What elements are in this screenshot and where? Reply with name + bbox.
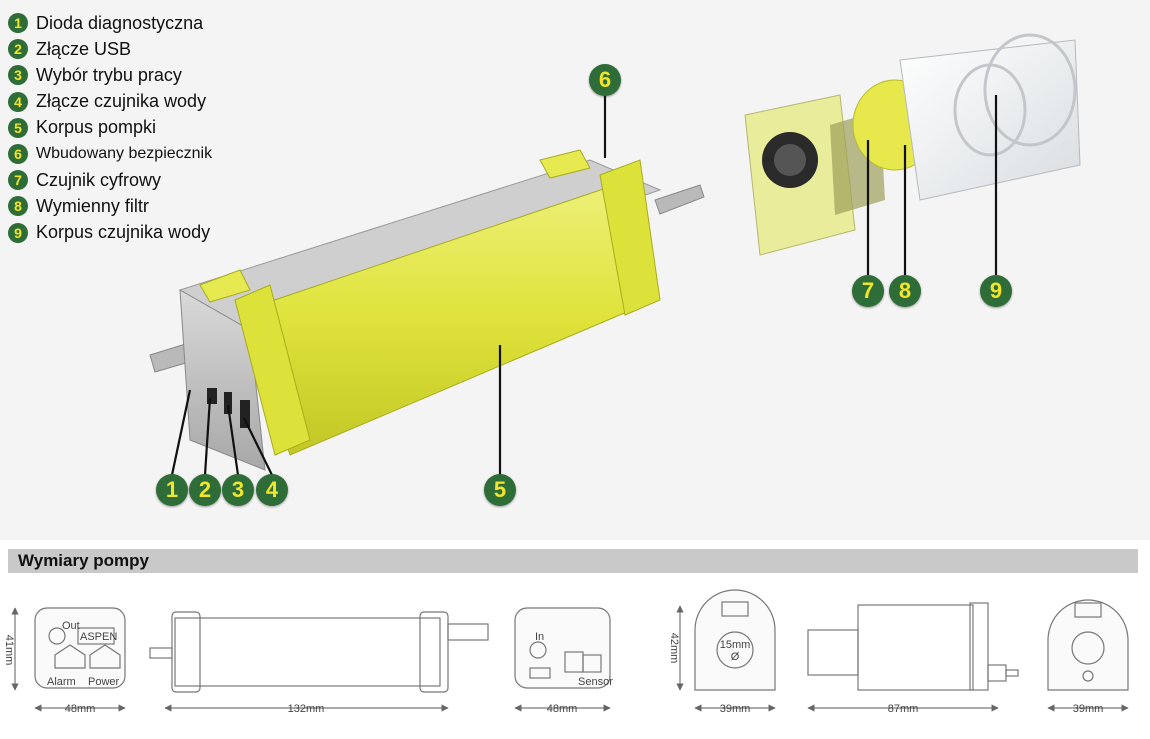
width-label: 48mm <box>65 703 96 715</box>
leader-lines <box>170 95 998 476</box>
callout-6: 6 <box>589 64 621 96</box>
width-label: 39mm <box>1073 703 1104 715</box>
length-label: 87mm <box>888 703 919 715</box>
legend-item: 8 Wymienny filtr <box>8 193 212 219</box>
sensor-assembly <box>744 33 1081 256</box>
pump-illustration <box>0 0 1150 540</box>
callout-9: 9 <box>980 275 1012 307</box>
power-label: Power <box>88 676 120 688</box>
pump-end-panel <box>207 388 250 428</box>
legend-item: 5 Korpus pompki <box>8 115 212 141</box>
outlet-nozzle <box>654 184 705 215</box>
legend-item: 3 Wybór trybu pracy <box>8 62 212 88</box>
width-label: 39mm <box>720 703 751 715</box>
legend-item: 1 Dioda diagnostyczna <box>8 10 212 36</box>
back-view-drawing <box>514 607 611 712</box>
legend-number-badge: 3 <box>8 65 28 86</box>
legend-number-badge: 8 <box>8 196 28 217</box>
section-title: Wymiary pompy <box>18 551 150 570</box>
legend-label: Czujnik cyfrowy <box>36 169 162 190</box>
legend-number-badge: 1 <box>8 13 28 34</box>
legend-item: 2 Złącze USB <box>8 36 212 62</box>
legend-number-badge: 9 <box>8 222 28 243</box>
legend-number-badge: 2 <box>8 39 28 60</box>
dimensions-section-header: Wymiary pompy <box>8 549 1138 573</box>
side-view-drawing <box>149 611 489 712</box>
width-label: 48mm <box>547 703 578 715</box>
in-label: In <box>535 631 544 643</box>
sensor-label: Sensor <box>578 676 613 688</box>
callout-8: 8 <box>889 275 921 307</box>
sensor-front-view-drawing <box>676 589 776 712</box>
callout-5: 5 <box>484 474 516 506</box>
legend-label: Wbudowany bezpiecznik <box>36 145 213 163</box>
legend-item: 4 Złącze czujnika wody <box>8 89 212 115</box>
callout-7: 7 <box>852 275 884 307</box>
legend-label: Złącze czujnika wody <box>36 91 207 112</box>
callout-4: 4 <box>256 474 288 506</box>
callout-1: 1 <box>156 474 188 506</box>
legend-label: Złącze USB <box>36 38 132 59</box>
parts-legend: 1 Dioda diagnostyczna 2 Złącze USB 3 Wybór … <box>8 10 212 246</box>
height-label: 41mm <box>3 635 15 666</box>
callout-2: 2 <box>189 474 221 506</box>
legend-item: 7 Czujnik cyfrowy <box>8 167 212 193</box>
pump-body <box>199 149 661 456</box>
alarm-label: Alarm <box>47 676 76 688</box>
dimension-drawings: Out ASPEN Alarm Power 41mm 48mm 132mm In… <box>3 589 1129 715</box>
front-view-drawing <box>11 607 126 712</box>
diameter-symbol: Ø <box>731 651 740 663</box>
height-label: 42mm <box>668 633 680 664</box>
brand-label: ASPEN <box>80 631 117 643</box>
callout-3: 3 <box>222 474 254 506</box>
diameter-label: 15mm <box>720 639 751 651</box>
legend-label: Korpus czujnika wody <box>36 222 211 243</box>
legend-item: 6 Wbudowany bezpiecznik <box>8 141 212 167</box>
legend-number-badge: 6 <box>8 144 28 165</box>
legend-number-badge: 7 <box>8 170 28 191</box>
legend-label: Korpus pompki <box>36 117 157 138</box>
legend-number-badge: 4 <box>8 91 28 112</box>
length-label: 132mm <box>288 703 325 715</box>
legend-label: Dioda diagnostyczna <box>36 12 204 33</box>
out-label: Out <box>62 620 80 632</box>
sensor-back-view-drawing <box>1047 599 1129 712</box>
legend-label: Wymienny filtr <box>36 195 149 216</box>
legend-number-badge: 5 <box>8 117 28 138</box>
legend-item: 9 Korpus czujnika wody <box>8 220 212 246</box>
legend-label: Wybór trybu pracy <box>36 64 182 85</box>
sensor-side-view-drawing <box>807 602 1019 712</box>
